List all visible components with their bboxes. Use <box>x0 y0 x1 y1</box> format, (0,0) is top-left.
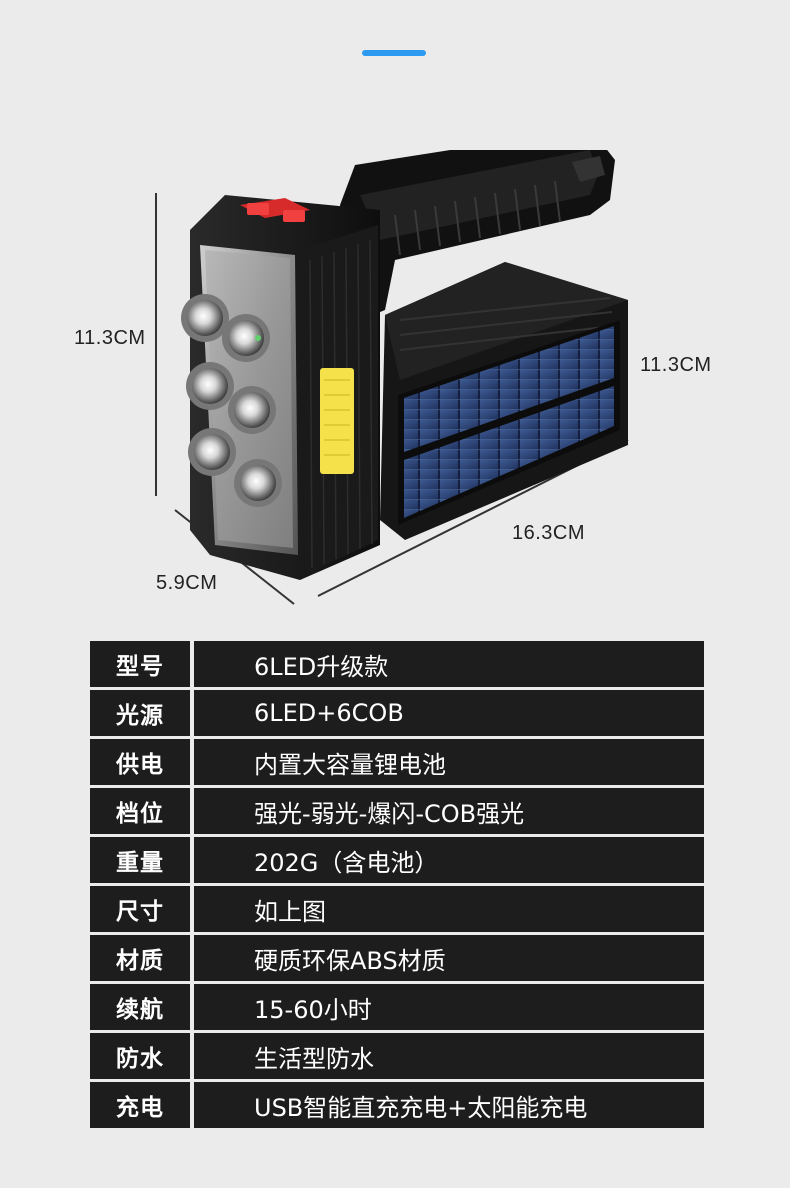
spec-row-runtime: 续航 15-60小时 <box>90 984 704 1030</box>
height-dimension-label-right: 11.3CM <box>640 354 712 376</box>
spec-label: 尺寸 <box>90 886 190 932</box>
spec-value: 6LED升级款 <box>194 641 704 687</box>
spec-row-power: 供电 内置大容量锂电池 <box>90 739 704 785</box>
spec-value: 如上图 <box>194 886 704 932</box>
spec-value: 202G（含电池） <box>194 837 704 883</box>
spec-row-model: 型号 6LED升级款 <box>90 641 704 687</box>
spec-value: 强光-弱光-爆闪-COB强光 <box>194 788 704 834</box>
spec-value: 6LED+6COB <box>194 690 704 736</box>
spec-value: 内置大容量锂电池 <box>194 739 704 785</box>
spec-row-material: 材质 硬质环保ABS材质 <box>90 935 704 981</box>
spec-row-waterproof: 防水 生活型防水 <box>90 1033 704 1079</box>
spec-value: 硬质环保ABS材质 <box>194 935 704 981</box>
spec-row-charging: 充电 USB智能直充充电+太阳能充电 <box>90 1082 704 1128</box>
spec-label: 续航 <box>90 984 190 1030</box>
flashlight-product-image <box>155 150 629 605</box>
spec-label: 重量 <box>90 837 190 883</box>
spec-label: 充电 <box>90 1082 190 1128</box>
spec-label: 档位 <box>90 788 190 834</box>
spec-value: USB智能直充充电+太阳能充电 <box>194 1082 704 1128</box>
spec-table: 型号 6LED升级款 光源 6LED+6COB 供电 内置大容量锂电池 档位 强… <box>90 641 704 1131</box>
spec-label: 光源 <box>90 690 190 736</box>
spec-label: 型号 <box>90 641 190 687</box>
spec-row-modes: 档位 强光-弱光-爆闪-COB强光 <box>90 788 704 834</box>
spec-row-weight: 重量 202G（含电池） <box>90 837 704 883</box>
width-dimension-label: 5.9CM <box>156 572 218 594</box>
length-dimension-label: 16.3CM <box>512 522 586 544</box>
spec-label: 供电 <box>90 739 190 785</box>
height-dimension-label-left: 11.3CM <box>74 327 146 349</box>
spec-row-size: 尺寸 如上图 <box>90 886 704 932</box>
spec-value: 生活型防水 <box>194 1033 704 1079</box>
spec-row-light-source: 光源 6LED+6COB <box>90 690 704 736</box>
spec-label: 防水 <box>90 1033 190 1079</box>
spec-label: 材质 <box>90 935 190 981</box>
spec-value: 15-60小时 <box>194 984 704 1030</box>
accent-bar <box>362 50 426 56</box>
